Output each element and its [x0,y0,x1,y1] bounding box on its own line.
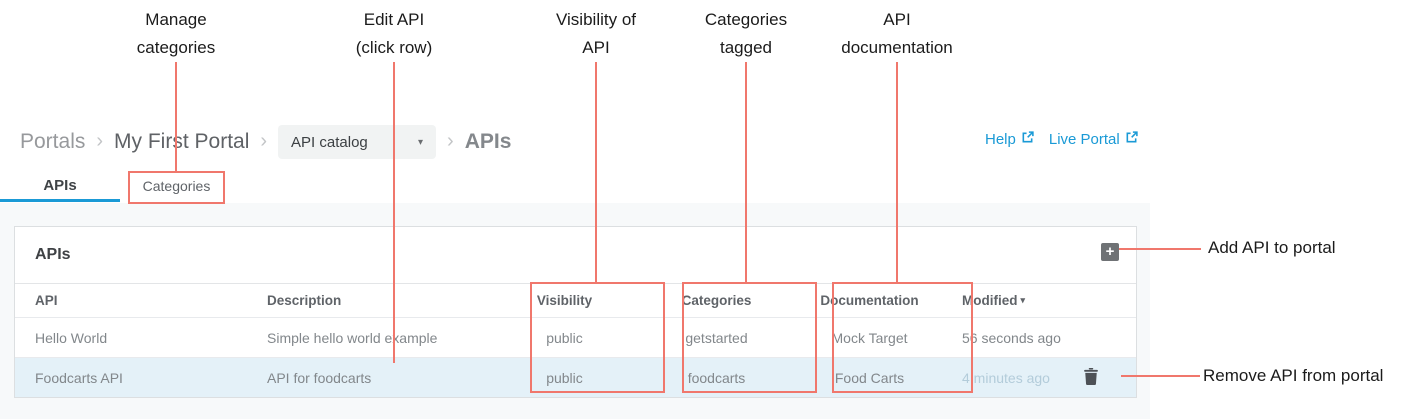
annotation-edit-api: Edit API(click row) [355,10,433,57]
callout-box-documentation-column [832,282,973,393]
chevron-down-icon: ▾ [418,136,424,148]
callout-line-categories [745,62,747,283]
cell-modified: 56 seconds ago [962,329,1061,346]
live-portal-link-label: Live Portal [1048,131,1120,148]
column-header-api: API [35,293,58,308]
column-header-documentation: Documentation [820,293,919,308]
live-portal-link[interactable]: Live Portal [1049,131,1138,148]
callout-line-edit-api [393,62,395,363]
callout-line-documentation [896,62,898,283]
callout-line-manage-categories [175,62,177,172]
callout-line-add-api [1119,248,1201,250]
cell-modified: 4 minutes ago [962,369,1050,386]
breadcrumb-portals[interactable]: Portals [20,130,86,153]
panel-title: APIs [35,246,71,263]
delete-api-button[interactable] [1084,367,1098,388]
apis-panel: APIs + API Description Visibility Catego… [14,226,1137,398]
cell-categories: foodcarts [687,369,746,386]
callout-line-remove-api [1121,375,1200,377]
column-header-categories: Categories [681,293,752,308]
table-row[interactable]: Hello World Simple hello world example p… [15,317,1136,357]
table-row[interactable]: Foodcarts API API for foodcarts public f… [15,357,1136,397]
api-catalog-dropdown-value: API catalog [291,133,368,151]
breadcrumb-portal-name[interactable]: My First Portal [114,130,250,153]
cell-documentation: Food Carts [834,369,905,386]
help-link[interactable]: Help [985,131,1034,148]
annotation-add-api: Add API to portal [1208,238,1336,257]
column-header-modified[interactable]: Modified▾ [962,293,1084,308]
callout-box-categories-tab [128,171,225,204]
external-link-icon [1021,131,1034,148]
annotation-remove-api: Remove API from portal [1203,366,1384,385]
plus-icon: + [1105,243,1115,260]
tab-apis[interactable]: APIs [43,177,77,194]
trash-icon [1084,367,1098,388]
tab-apis-active-underline [0,199,120,202]
external-link-icon [1125,131,1138,148]
table-header-row: API Description Visibility Categories Do… [15,283,1136,317]
column-header-description: Description [267,293,342,308]
cell-documentation: Mock Target [831,329,908,346]
cell-api: Hello World [35,329,108,346]
callout-line-visibility [595,62,597,283]
cell-categories: getstarted [685,329,748,346]
help-link-label: Help [985,131,1016,148]
chevron-right-icon: › [447,129,454,152]
cell-api: Foodcarts API [35,369,123,386]
add-api-button[interactable]: + [1101,243,1119,261]
column-header-modified-label: Modified [962,293,1018,308]
cell-visibility: public [546,329,583,346]
callout-box-visibility-column [530,282,665,393]
cell-visibility: public [546,369,583,386]
cell-actions [1084,367,1114,388]
callout-box-categories-column [682,282,817,393]
tab-categories[interactable]: Categories [128,171,225,202]
breadcrumb: Portals › My First Portal › API catalog … [20,124,511,160]
breadcrumb-current-apis: APIs [464,130,512,153]
cell-description: API for foodcarts [267,369,372,386]
api-catalog-dropdown[interactable]: API catalog ▾ [278,125,437,159]
header-links: Help Live Portal [985,131,1138,148]
chevron-right-icon: › [260,129,268,152]
column-header-visibility: Visibility [536,293,593,308]
sort-desc-icon: ▾ [1020,295,1026,305]
chevron-right-icon: › [96,129,104,152]
cell-description: Simple hello world example [267,329,438,346]
apis-panel-header: APIs + [15,227,1136,283]
